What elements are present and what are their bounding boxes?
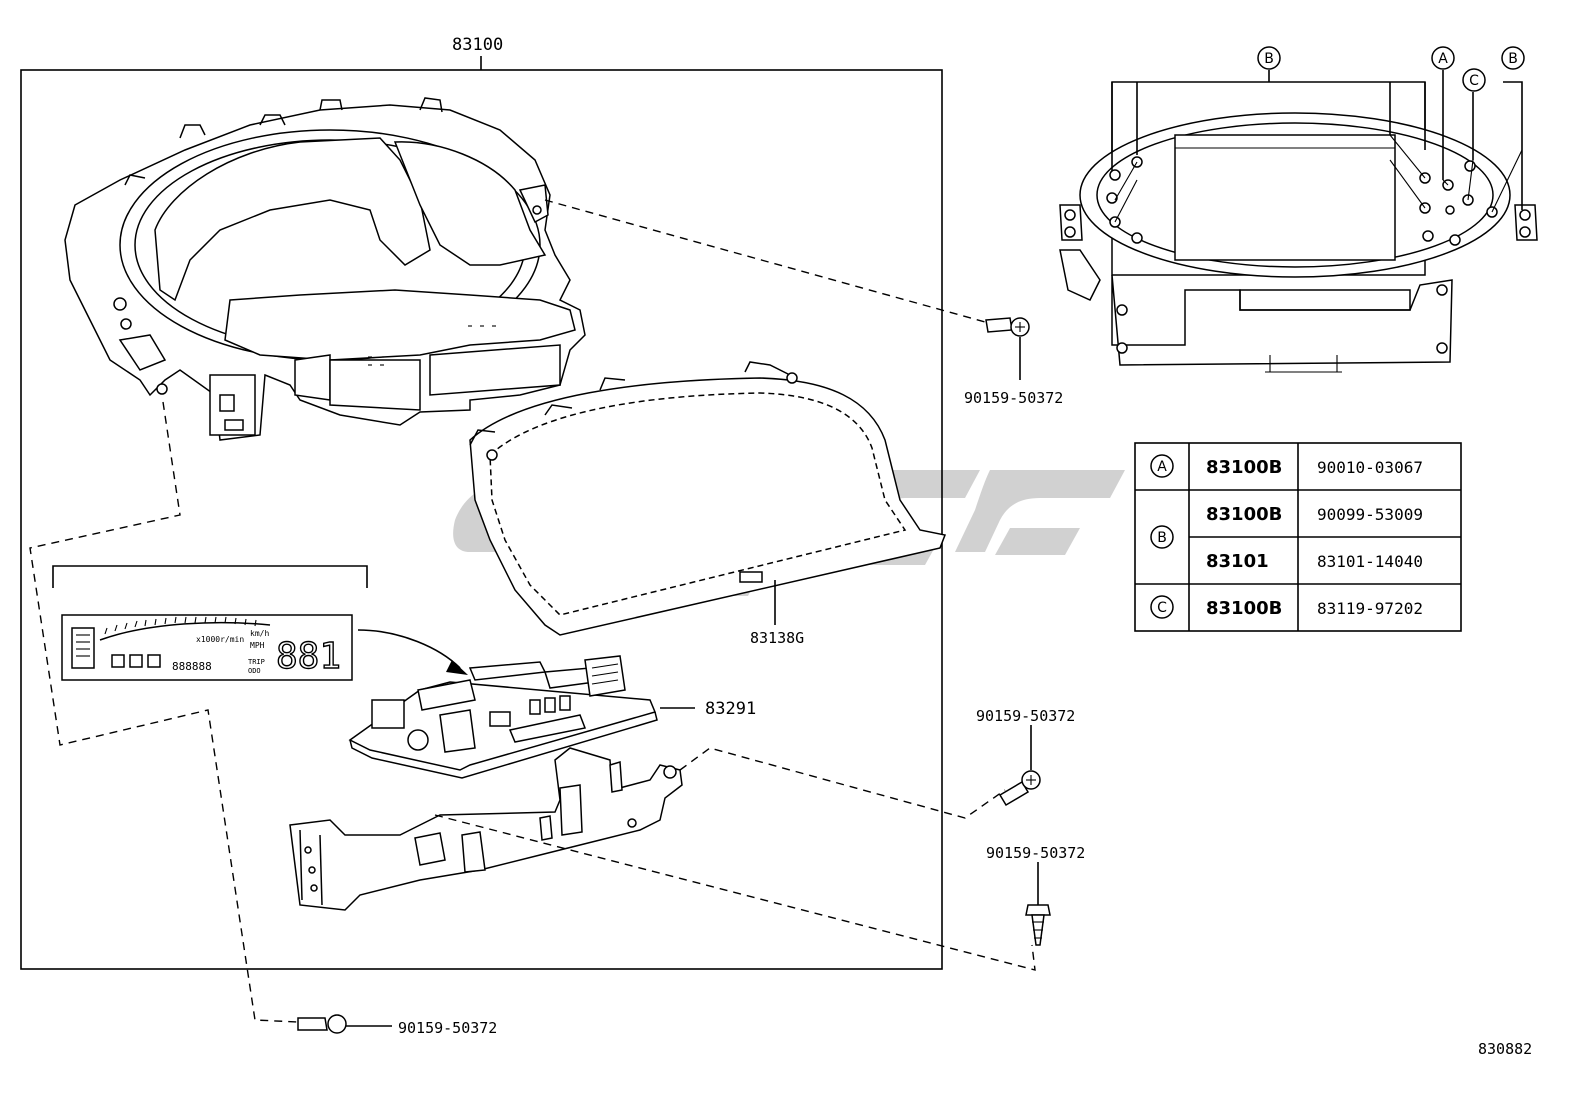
assembly-frame xyxy=(20,69,943,970)
svg-text:83101-14040: 83101-14040 xyxy=(1317,552,1423,571)
lcd-unit-kmh: km/h xyxy=(250,629,269,638)
arrow-head xyxy=(446,660,468,675)
rear-view xyxy=(1059,70,1538,373)
svg-text:B: B xyxy=(1157,530,1167,546)
svg-text:83100B: 83100B xyxy=(1206,598,1282,619)
meter-lens xyxy=(469,361,947,636)
svg-text:83101: 83101 xyxy=(1206,551,1269,572)
svg-text:B: B xyxy=(1264,51,1274,67)
lcd-small-digits: 888888 xyxy=(172,660,212,673)
lower-bracket xyxy=(289,747,683,911)
svg-text:B: B xyxy=(1508,51,1518,67)
lcd-trip: TRIP xyxy=(248,658,265,666)
screw-top xyxy=(985,317,1030,337)
parts-table: A 83100B 90010-03067 B 83100B 90099-5300… xyxy=(1134,442,1462,632)
callout-c: C xyxy=(1462,68,1486,92)
lcd-digits: 881 xyxy=(276,636,341,677)
lcd-panel-inset: x1000r/min km/h MPH 888888 TRIP ODO 881 xyxy=(52,565,368,681)
arrow-lcd-to-board xyxy=(357,629,461,669)
svg-text:83119-97202: 83119-97202 xyxy=(1317,599,1423,618)
label-screw-mid: 90159-50372 xyxy=(976,707,1075,725)
table-row-a: A 83100B 90010-03067 xyxy=(1150,454,1423,478)
screw-bottom xyxy=(297,1014,347,1034)
lcd-unit-mph: MPH xyxy=(250,641,265,650)
lcd-odo: ODO xyxy=(248,667,261,675)
svg-text:90099-53009: 90099-53009 xyxy=(1317,505,1423,524)
callout-a: A xyxy=(1431,46,1455,70)
label-screw-top: 90159-50372 xyxy=(964,389,1063,407)
dash-housing-to-bottom-screw xyxy=(29,401,321,1024)
screw-mid xyxy=(998,770,1041,807)
label-figure-number: 830882 xyxy=(1478,1040,1532,1058)
meter-housing xyxy=(64,97,586,441)
svg-text:A: A xyxy=(1157,459,1167,475)
screw-lower xyxy=(1025,904,1051,946)
label-screw-bottom: 90159-50372 xyxy=(398,1019,497,1037)
callout-b-left: B xyxy=(1257,46,1281,82)
dash-bracket-to-lower-screw xyxy=(434,814,1036,971)
dash-bracket-to-mid-screw xyxy=(679,747,1006,819)
table-row-b2: 83101 83101-14040 xyxy=(1206,551,1423,572)
lcd-scale-note: x1000r/min xyxy=(196,635,244,644)
svg-text:A: A xyxy=(1438,51,1448,67)
label-screw-lower: 90159-50372 xyxy=(986,844,1085,862)
dash-housing-to-screw xyxy=(544,199,986,323)
svg-text:C: C xyxy=(1469,73,1479,89)
callout-b-right: B xyxy=(1501,46,1525,70)
svg-text:83100B: 83100B xyxy=(1206,504,1282,525)
svg-text:90010-03067: 90010-03067 xyxy=(1317,458,1423,477)
circuit-board xyxy=(348,655,658,779)
label-lens: 83138G xyxy=(750,629,804,647)
table-row-c: C 83100B 83119-97202 xyxy=(1150,595,1423,619)
table-row-b: B 83100B 90099-53009 xyxy=(1150,504,1423,549)
label-circuit-board: 83291 xyxy=(705,699,756,719)
svg-text:83100B: 83100B xyxy=(1206,457,1282,478)
svg-text:C: C xyxy=(1157,600,1167,616)
label-main-assembly: 83100 xyxy=(452,35,503,55)
